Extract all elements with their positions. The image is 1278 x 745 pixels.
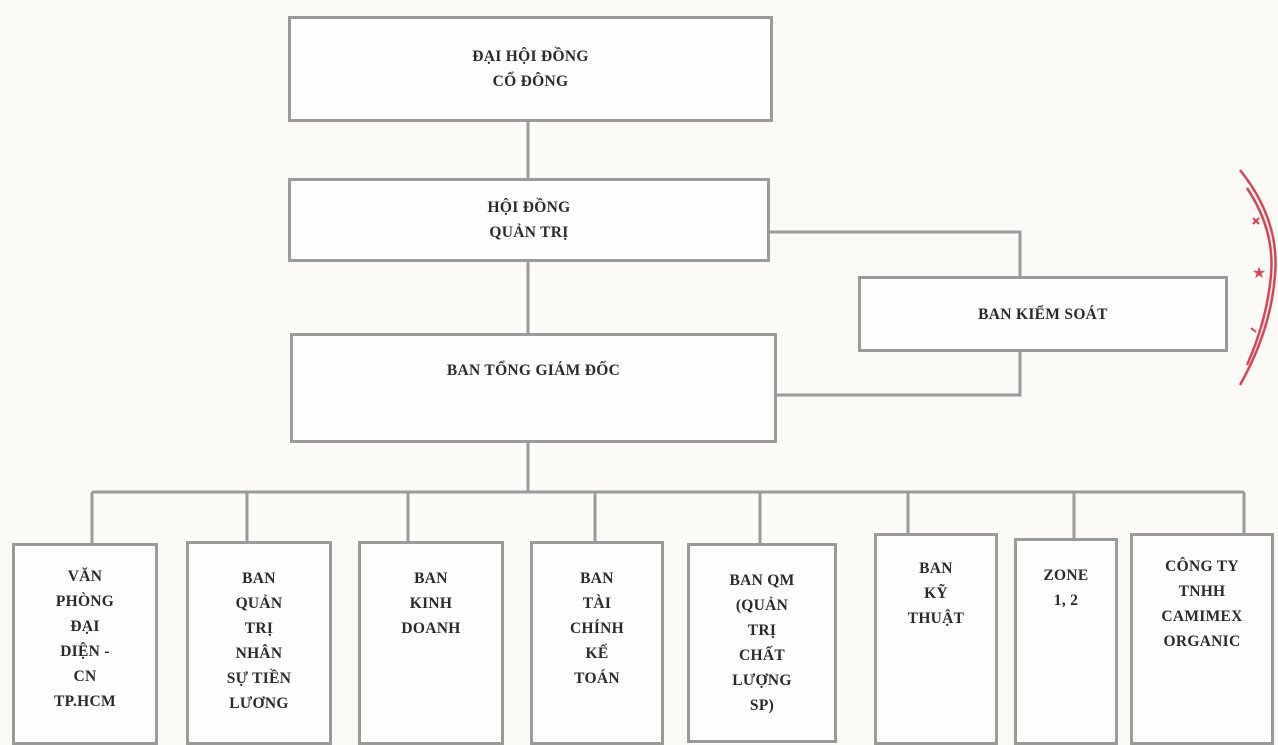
box-shareholders-meeting: ĐẠI HỘI ĐỒNG CỔ ĐÔNG bbox=[288, 16, 773, 122]
box-line: SP) bbox=[749, 697, 775, 714]
box-line: BAN bbox=[242, 570, 276, 587]
box-line: BAN bbox=[919, 560, 953, 577]
box-line: TOÁN bbox=[574, 670, 620, 687]
box-board-of-directors: HỘI ĐỒNG QUẢN TRỊ bbox=[288, 178, 770, 262]
box-line: TRỊ bbox=[244, 620, 274, 637]
box-line: 1, 2 bbox=[1053, 592, 1079, 609]
box-line: CỔ ĐÔNG bbox=[492, 73, 569, 90]
company-seal-stamp: ★ bbox=[1238, 169, 1277, 386]
box-line: CHẤT bbox=[739, 647, 785, 664]
box-line: BAN bbox=[414, 570, 448, 587]
box-line: LƯỢNG bbox=[732, 672, 792, 689]
dept-hr-payroll: BAN QUẢN TRỊ NHÂN SỰ TIỀN LƯƠNG bbox=[186, 541, 332, 745]
box-line: TRỊ bbox=[747, 622, 777, 639]
dept-representative-office: VĂN PHÒNG ĐẠI DIỆN - CN TP.HCM bbox=[12, 543, 158, 745]
box-line: BAN TỔNG GIÁM ĐỐC bbox=[446, 362, 621, 379]
dept-zone: ZONE 1, 2 bbox=[1014, 538, 1118, 745]
box-executive-board: BAN TỔNG GIÁM ĐỐC bbox=[290, 333, 777, 443]
box-line: PHÒNG bbox=[55, 593, 115, 610]
box-supervisory-board: BAN KIỂM SOÁT bbox=[858, 276, 1228, 352]
box-line: CHÍNH bbox=[569, 620, 625, 637]
box-line: KẾ bbox=[585, 645, 609, 662]
dept-quality-management: BAN QM (QUẢN TRỊ CHẤT LƯỢNG SP) bbox=[687, 543, 837, 743]
box-line: BAN QM bbox=[729, 572, 795, 589]
box-line: TÀI bbox=[582, 595, 612, 612]
box-line: DOANH bbox=[401, 620, 461, 637]
box-line: LƯƠNG bbox=[229, 695, 289, 712]
box-line: HỘI ĐỒNG bbox=[487, 199, 571, 216]
box-line: BAN bbox=[580, 570, 614, 587]
box-line: VĂN bbox=[67, 568, 103, 585]
box-line: CAMIMEX bbox=[1161, 608, 1243, 625]
box-line: NHÂN bbox=[235, 645, 283, 662]
box-line: CÔNG TY bbox=[1165, 558, 1239, 575]
box-line: DIỆN - bbox=[60, 643, 110, 660]
dept-engineering: BAN KỸ THUẬT bbox=[874, 533, 998, 745]
box-line: ORGANIC bbox=[1163, 633, 1241, 650]
dept-camimex-organic: CÔNG TY TNHH CAMIMEX ORGANIC bbox=[1130, 533, 1274, 745]
dept-sales: BAN KINH DOANH bbox=[358, 541, 504, 745]
box-line: BAN KIỂM SOÁT bbox=[978, 305, 1108, 323]
box-line: CN bbox=[73, 668, 97, 685]
box-line: (QUẢN bbox=[735, 597, 789, 614]
box-line: TP.HCM bbox=[54, 693, 116, 710]
box-line: ZONE bbox=[1043, 567, 1089, 584]
box-line: QUẢN TRỊ bbox=[489, 224, 569, 241]
svg-text:★: ★ bbox=[1252, 263, 1266, 282]
box-line: KINH bbox=[409, 595, 453, 612]
box-line: ĐẠI bbox=[70, 618, 100, 635]
box-line: SỰ TIỀN bbox=[226, 670, 292, 687]
box-line: ĐẠI HỘI ĐỒNG bbox=[472, 48, 589, 65]
dept-finance-accounting: BAN TÀI CHÍNH KẾ TOÁN bbox=[530, 541, 664, 745]
box-line: TNHH bbox=[1178, 583, 1226, 600]
box-line: KỸ bbox=[924, 585, 948, 602]
box-line: QUẢN bbox=[235, 595, 283, 612]
box-line: THUẬT bbox=[907, 610, 965, 627]
